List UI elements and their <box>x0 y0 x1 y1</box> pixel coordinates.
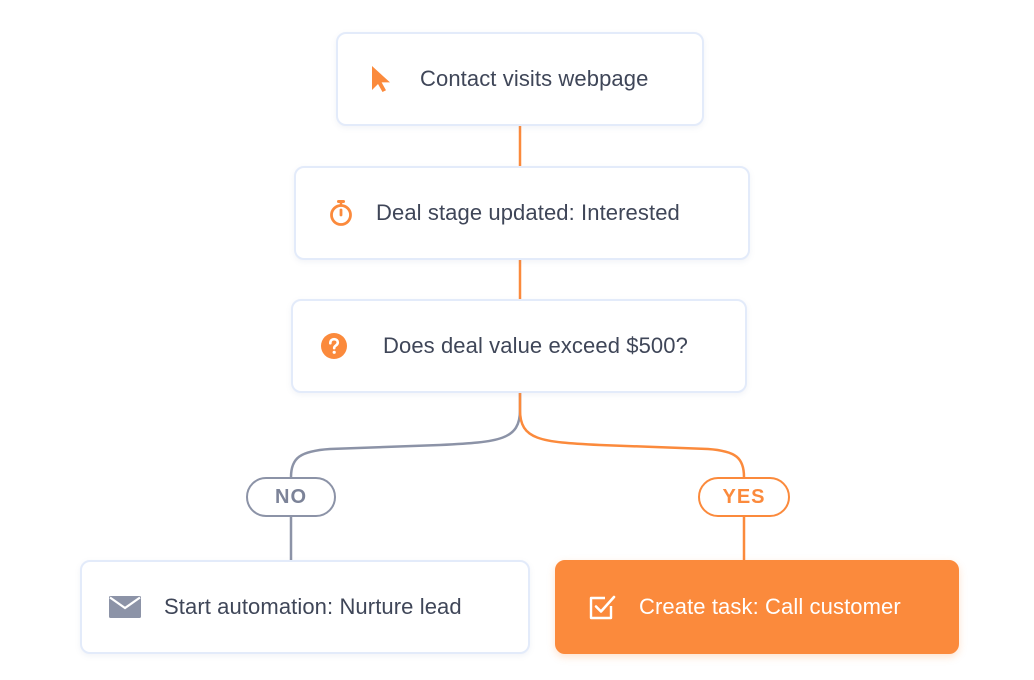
nurture-action-node[interactable]: Start automation: Nurture lead <box>80 560 530 654</box>
create-task-node[interactable]: Create task: Call customer <box>555 560 959 654</box>
cursor-arrow-icon <box>368 64 398 94</box>
create-task-label: Create task: Call customer <box>639 594 901 619</box>
connector-question-to-no <box>289 393 522 478</box>
condition-label: Does deal value exceed $500? <box>383 333 688 358</box>
connector-question-to-yes <box>518 393 746 478</box>
deal-stage-node[interactable]: Deal stage updated: Interested <box>294 166 750 260</box>
branch-yes-pill[interactable]: YES <box>698 477 790 517</box>
question-icon <box>321 333 347 359</box>
envelope-icon <box>108 594 142 620</box>
nurture-action-label: Start automation: Nurture lead <box>164 594 462 619</box>
trigger-label: Contact visits webpage <box>420 66 649 91</box>
checkbox-icon <box>587 592 617 622</box>
deal-stage-label: Deal stage updated: Interested <box>376 200 680 225</box>
trigger-node[interactable]: Contact visits webpage <box>336 32 704 126</box>
condition-node[interactable]: Does deal value exceed $500? <box>291 299 747 393</box>
stopwatch-icon <box>326 198 356 228</box>
branch-no-pill[interactable]: NO <box>246 477 336 517</box>
